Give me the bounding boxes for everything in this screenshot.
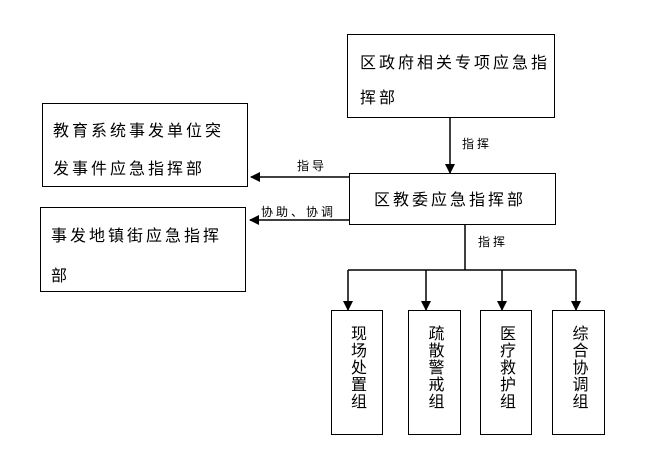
edu-system-box: 教育系统事发单位突 发事件应急指挥部 bbox=[42, 103, 248, 187]
town-street-box: 事发地镇街应急指挥 部 bbox=[40, 207, 246, 292]
group-label-onsite: 现场处置组 bbox=[348, 325, 367, 410]
edu-system-line1: 教育系统事发单位突 bbox=[53, 121, 225, 140]
group-label-medical: 医疗救护组 bbox=[497, 325, 516, 410]
edu-system-line2: 发事件应急指挥部 bbox=[53, 159, 206, 178]
label-guide: 指导 bbox=[297, 159, 328, 173]
group-label-evacuation: 疏散警戒组 bbox=[425, 325, 445, 410]
group-box-onsite: 现场处置组 bbox=[331, 310, 383, 435]
town-street-line2: 部 bbox=[51, 266, 71, 285]
label-assist: 协助、协调 bbox=[261, 205, 337, 219]
district-gov-line2: 挥部 bbox=[360, 88, 399, 107]
group-box-coordination: 综合协调组 bbox=[552, 310, 605, 435]
edu-committee-label: 区教委应急指挥部 bbox=[374, 190, 527, 209]
district-gov-line1: 区政府相关专项应急指 bbox=[360, 53, 551, 72]
label-command-down: 指挥 bbox=[462, 137, 493, 151]
district-gov-box: 区政府相关专项应急指 挥部 bbox=[347, 34, 555, 118]
town-street-line1: 事发地镇街应急指挥 bbox=[51, 226, 223, 245]
group-label-coordination: 综合协调组 bbox=[569, 325, 589, 410]
group-box-medical: 医疗救护组 bbox=[480, 310, 532, 435]
label-command-groups: 指挥 bbox=[478, 235, 509, 249]
edu-committee-box: 区教委应急指挥部 bbox=[349, 173, 556, 225]
group-box-evacuation: 疏散警戒组 bbox=[408, 310, 461, 435]
